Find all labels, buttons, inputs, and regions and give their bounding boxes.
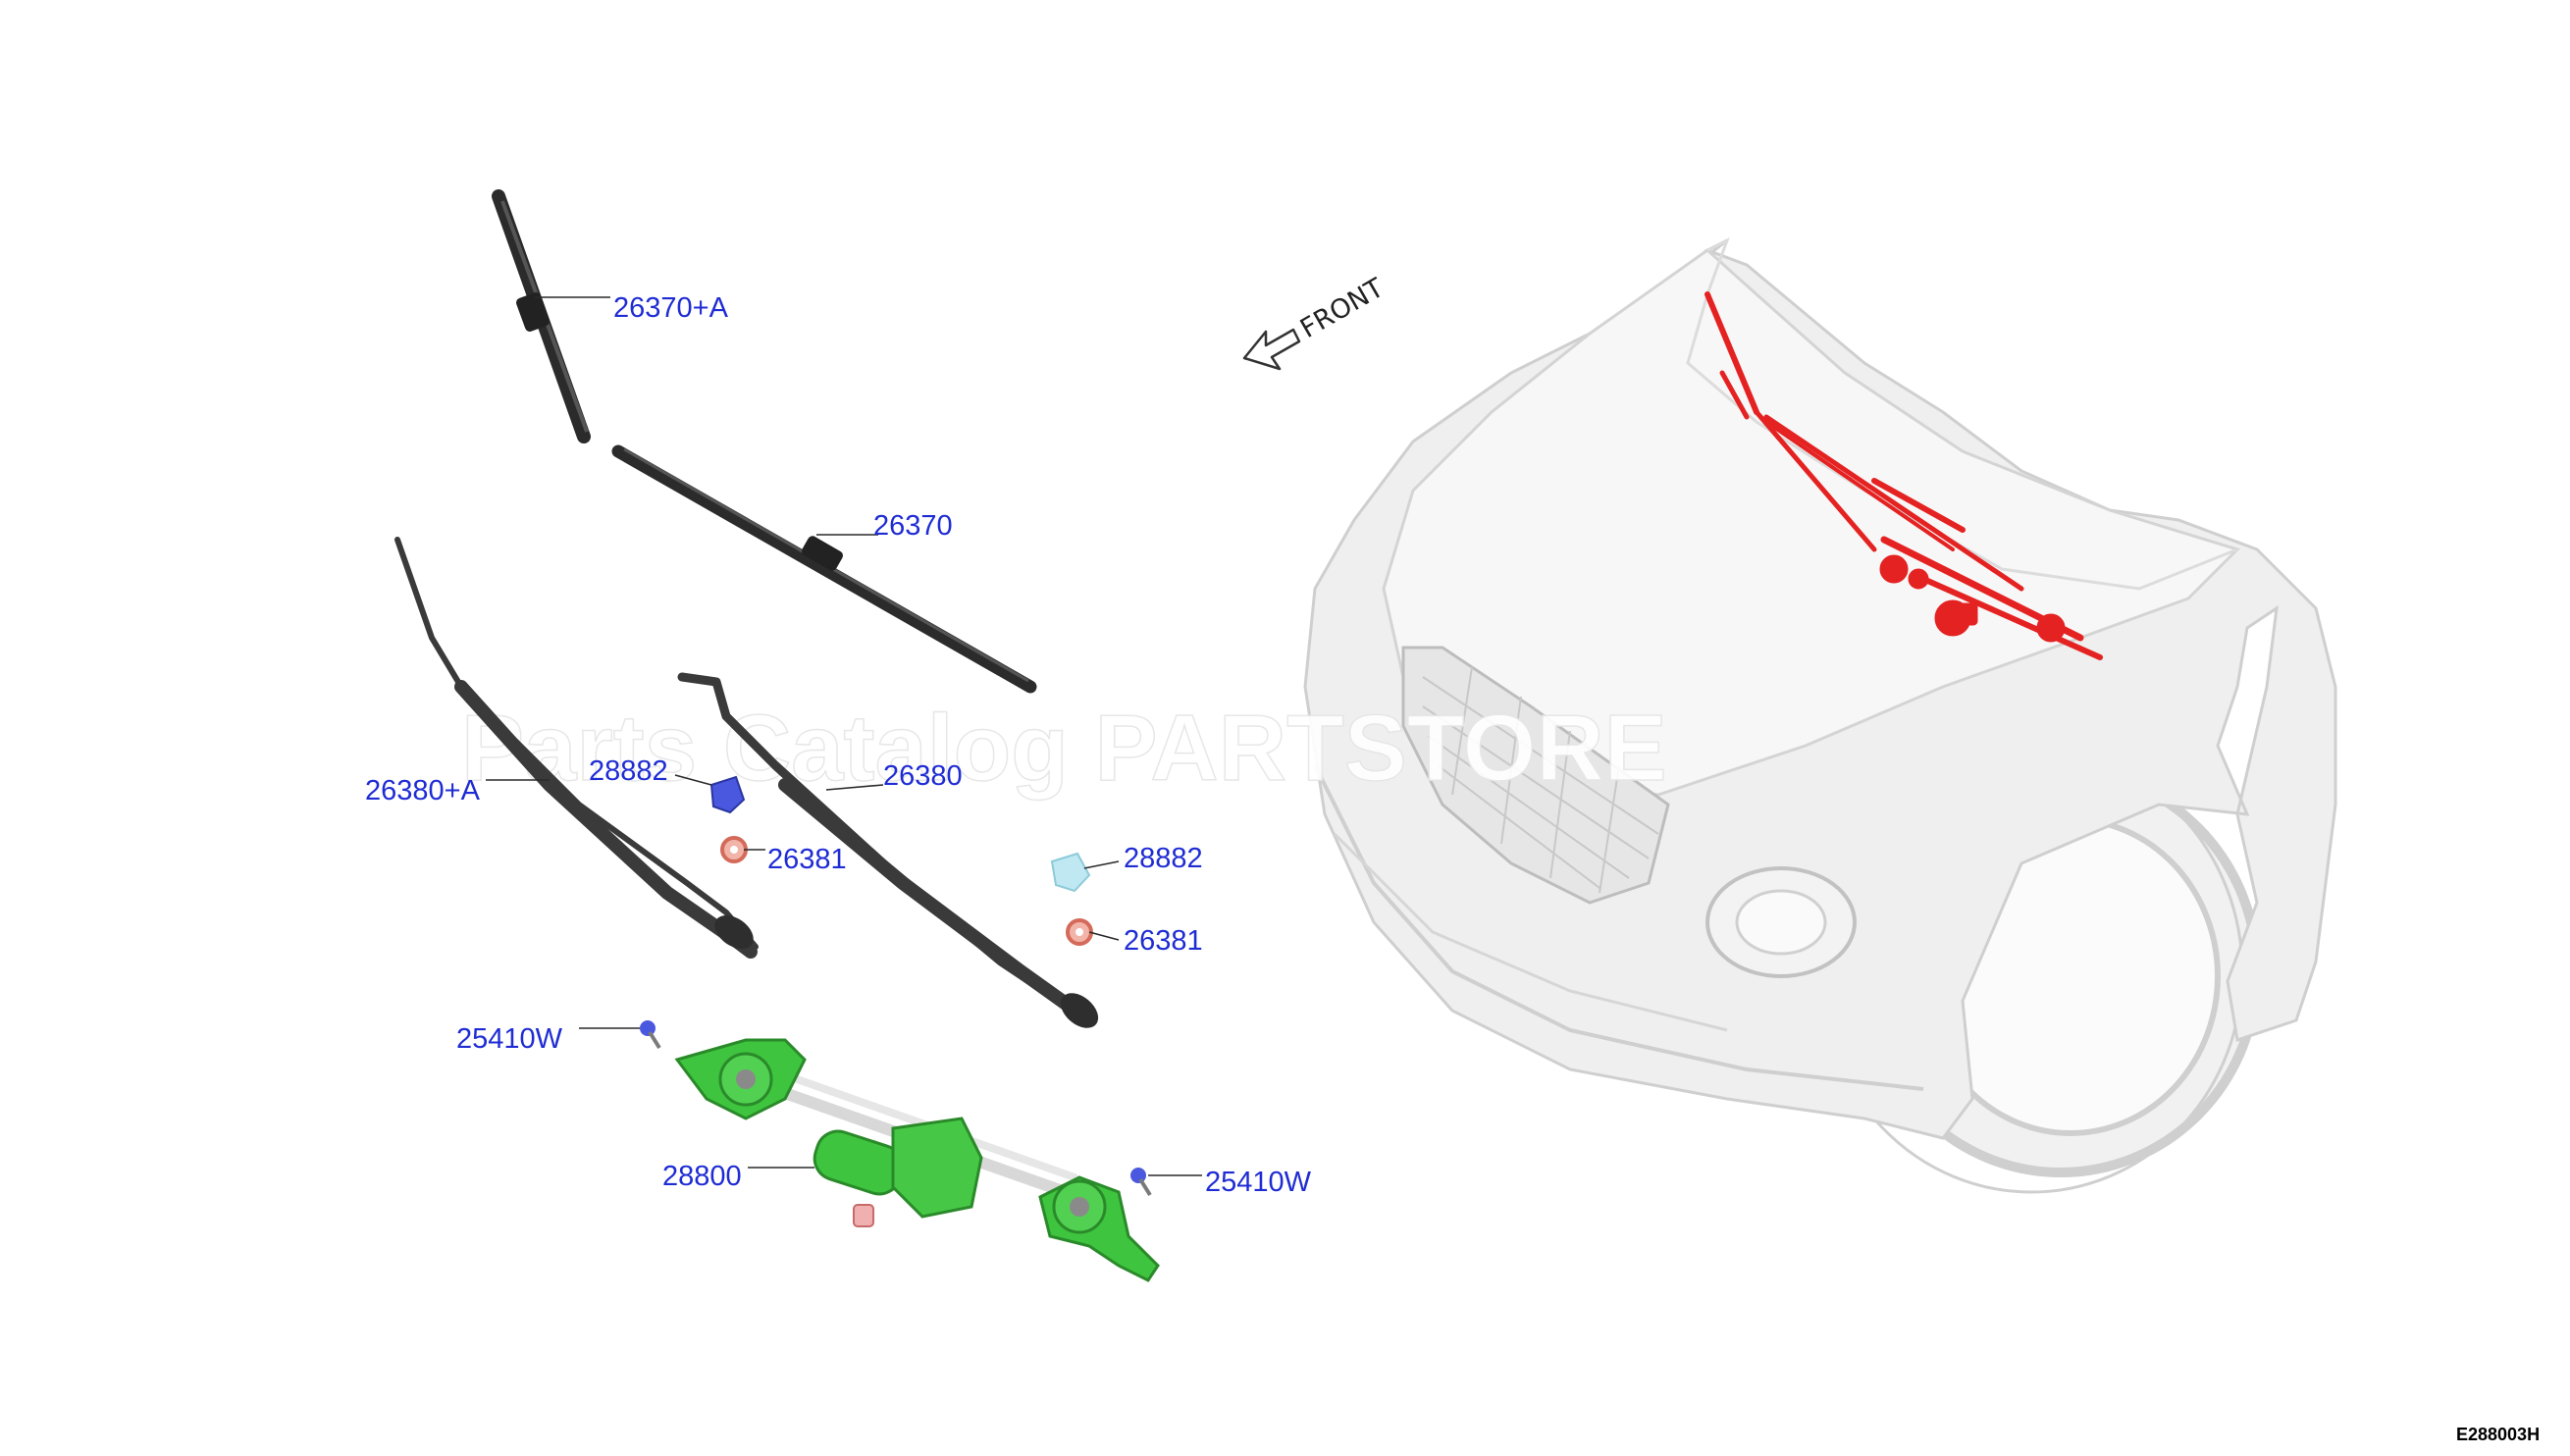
grille-mesh [1422,666,1659,894]
wiper-arm-rh [394,537,759,959]
vehicle-windshield [1686,236,2238,591]
vehicle-wiper-highlight [1705,291,2103,660]
callout-cap-left[interactable]: 28882 [589,755,668,787]
mounting-bolt-left [640,1020,661,1050]
callout-nut-right[interactable]: 26381 [1124,925,1203,957]
figure-code: E288003H [2456,1425,2540,1444]
front-label: FRONT [1295,273,1390,344]
vehicle-illustration [1303,236,2337,1194]
pivot-cap-right [1050,852,1091,893]
wiper-blade-rh [492,189,591,443]
vehicle-hood [1382,248,2240,797]
part-callouts: 26370+A 26370 26380+A 28882 26380 26381 … [365,292,1312,1198]
wiper-blade-lh [611,444,1037,694]
pivot-nut-left [720,836,748,863]
callout-cap-right[interactable]: 28882 [1124,843,1203,874]
pivot-cap-left [709,775,746,814]
callout-bolt-right[interactable]: 25410W [1205,1167,1312,1198]
pivot-nut-right [1066,918,1093,946]
wiper-motor-linkage [674,1038,1160,1282]
front-direction-indicator: FRONT [1242,273,1390,371]
callout-arm-rh[interactable]: 26380+A [365,775,481,806]
callout-blade-lh[interactable]: 26370 [873,510,953,542]
callout-motor-linkage[interactable]: 28800 [662,1161,742,1192]
vehicle-grille [1401,646,1670,905]
callout-nut-left[interactable]: 26381 [767,844,847,875]
callout-arm-lh[interactable]: 26380 [883,760,963,792]
callout-blade-rh[interactable]: 26370+A [613,292,729,324]
front-arrow-icon [1242,328,1301,371]
watermark: Parts Catalog PARTSTORE [461,696,1667,801]
wiper-arm-lh [677,672,1099,1028]
leader-lines [486,296,1202,1176]
mounting-bolt-right [1130,1168,1152,1197]
callout-bolt-left[interactable]: 25410W [456,1023,563,1055]
